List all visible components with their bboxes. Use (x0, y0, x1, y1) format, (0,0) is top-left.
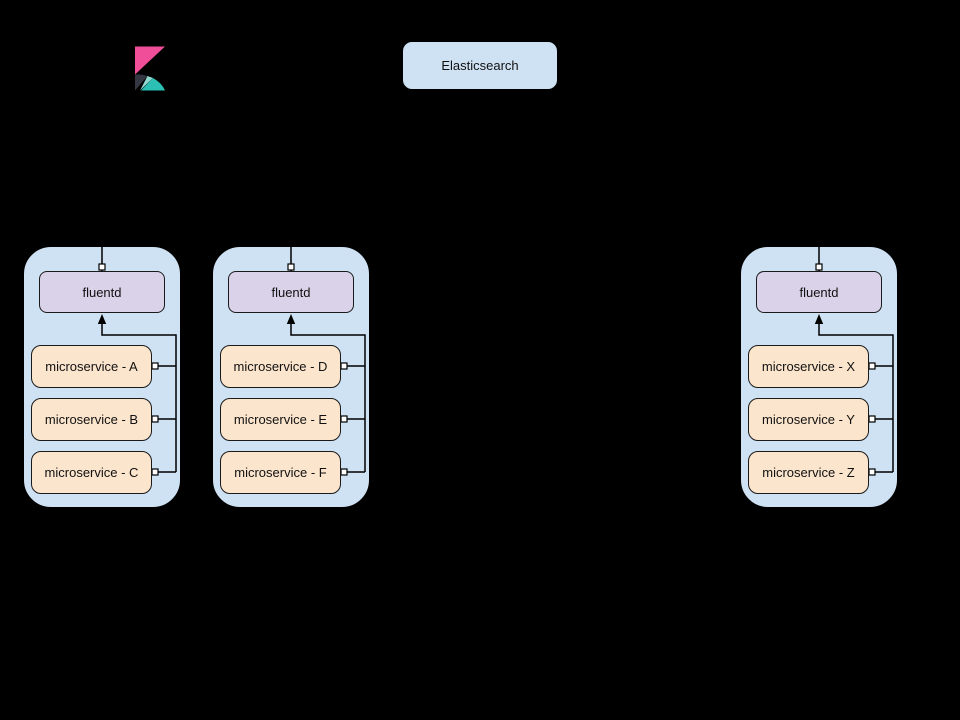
fluentd-label: fluentd (799, 284, 839, 300)
microservice-box: microservice - Y (748, 398, 869, 441)
microservice-box: microservice - A (31, 345, 152, 388)
microservice-label: microservice - Y (762, 412, 855, 427)
node-1-boxes: fluentd microservice - A microservice - … (23, 246, 181, 508)
kibana-logo-icon (135, 46, 165, 91)
node-2-boxes: fluentd microservice - D microservice - … (212, 246, 370, 508)
fluentd-box-node1: fluentd (39, 271, 165, 313)
microservice-box: microservice - F (220, 451, 341, 494)
microservice-box: microservice - E (220, 398, 341, 441)
elasticsearch-node: Elasticsearch (403, 42, 557, 89)
kibana-logo-teal-light (140, 76, 153, 91)
kibana-logo-teal (141, 78, 165, 91)
microservice-box: microservice - C (31, 451, 152, 494)
microservice-label: microservice - X (761, 359, 856, 374)
microservice-label: microservice - E (233, 412, 328, 427)
wire-node2-to-elasticsearch (290, 89, 481, 271)
microservice-box: microservice - X (748, 345, 869, 388)
microservice-label: microservice - F (234, 465, 327, 480)
microservice-label: microservice - D (233, 359, 328, 374)
fluentd-box-node2: fluentd (228, 271, 354, 313)
fluentd-label: fluentd (271, 284, 311, 300)
microservice-box: microservice - B (31, 398, 152, 441)
wire-node1-to-elasticsearch (101, 89, 481, 271)
wire-node3-to-elasticsearch (479, 89, 820, 271)
kibana-logo-dark (135, 74, 148, 91)
microservice-box: microservice - Z (748, 451, 869, 494)
microservice-label: microservice - A (45, 359, 138, 374)
microservice-label: microservice - C (44, 465, 139, 480)
node-3-boxes: fluentd microservice - X microservice - … (740, 246, 898, 508)
microservice-box: microservice - D (220, 345, 341, 388)
kibana-logo-pink (135, 46, 165, 75)
microservice-label: microservice - B (44, 412, 139, 427)
microservice-label: microservice - Z (762, 465, 855, 480)
elasticsearch-label: Elasticsearch (441, 58, 519, 73)
fluentd-box-node3: fluentd (756, 271, 882, 313)
fluentd-label: fluentd (82, 284, 122, 300)
